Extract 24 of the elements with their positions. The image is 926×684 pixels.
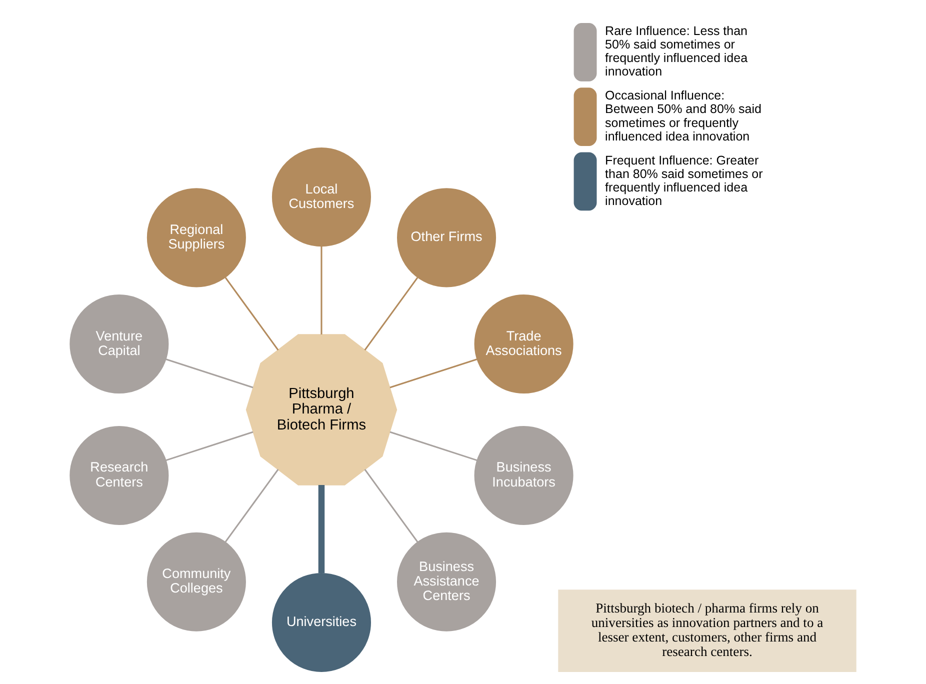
node-circle: Universities (272, 572, 371, 672)
legend-label: Frequent Influence: Greater than 80% said sometimes or frequently influenced idea innovation (605, 153, 763, 208)
node-circle: Regional Suppliers (146, 188, 246, 288)
connector (364, 277, 418, 351)
connector (318, 485, 325, 574)
connector (390, 358, 478, 388)
connector (166, 431, 254, 462)
node-circle: Venture Capital (70, 294, 169, 394)
connector (224, 277, 279, 351)
node-circle: Business Incubators (474, 426, 574, 526)
node-circle: Research Centers (70, 426, 169, 526)
node-circle: Business Assistance Centers (397, 532, 496, 632)
node-circle: Community Colleges (146, 532, 246, 632)
connector (320, 246, 322, 334)
legend-label: Rare Influence: Less than 50% said sometimes or frequently influenced idea innovation (605, 24, 748, 79)
connector (166, 358, 254, 388)
node-circle: Other Firms (397, 188, 496, 288)
node-circle: Trade Associations (474, 294, 574, 394)
node-box: Pittsburgh biotech / pharma firms rely on universities as innovation partners and to a lesser extent, customers, other firms and research centers. (558, 590, 856, 672)
legend-label: Occasional Influence: Between 50% and 80% said sometimes or frequently influenced idea innovation (605, 88, 762, 144)
node-circle: Local Customers (272, 148, 371, 247)
connector (224, 469, 279, 542)
connector (364, 469, 418, 542)
connector (390, 431, 478, 462)
